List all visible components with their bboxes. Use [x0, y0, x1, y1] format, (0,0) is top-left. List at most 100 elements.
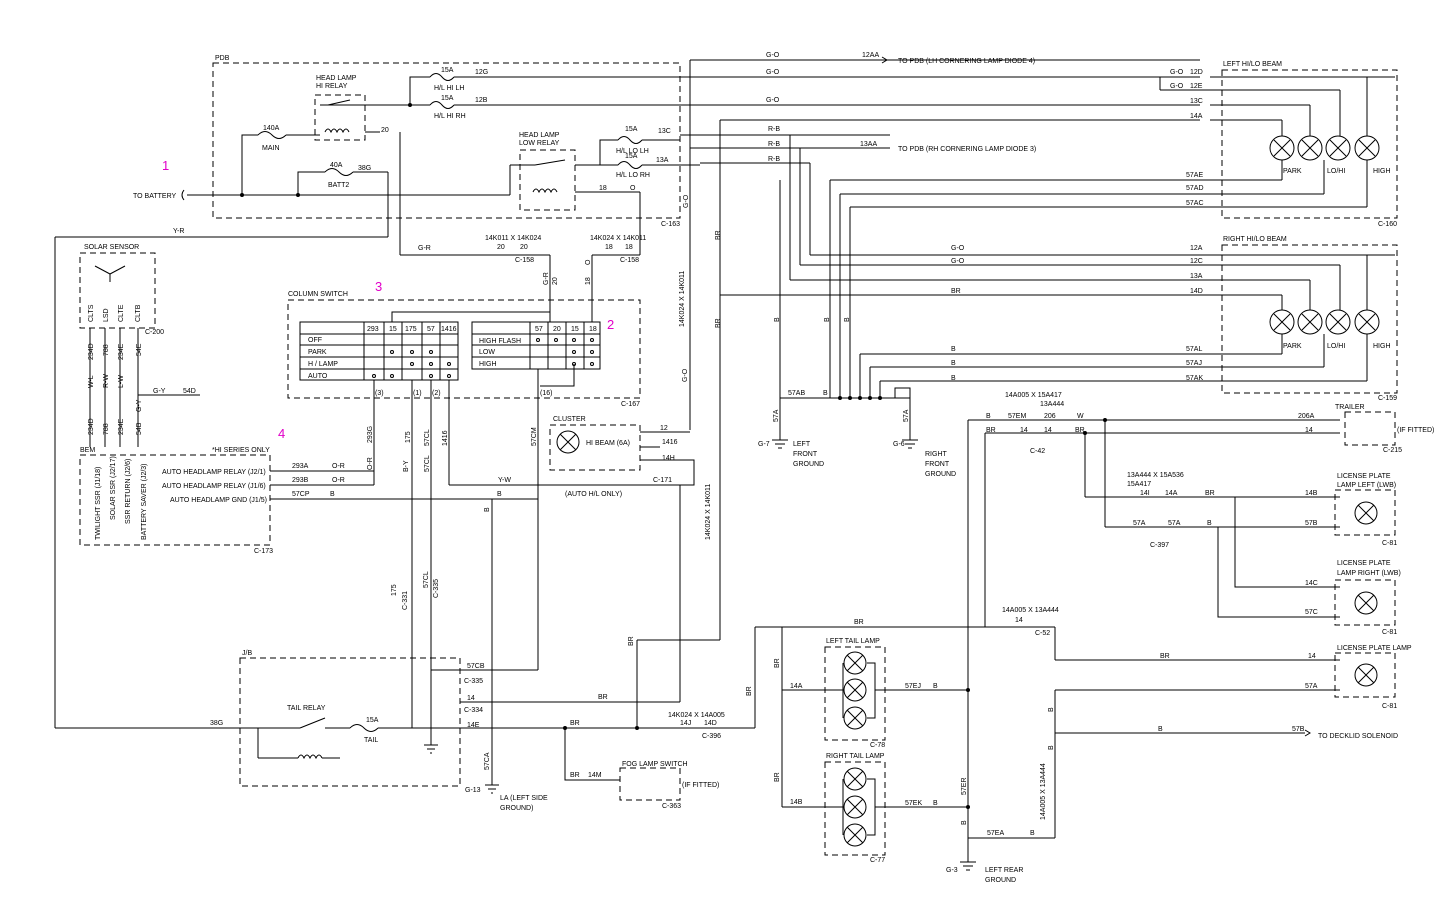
- svg-text:57EA: 57EA: [987, 830, 1004, 837]
- svg-text:TAIL: TAIL: [364, 737, 378, 744]
- svg-text:15A: 15A: [625, 153, 638, 160]
- svg-text:1416: 1416: [441, 326, 457, 333]
- svg-text:C-81: C-81: [1382, 540, 1397, 547]
- svg-text:234D: 234D: [88, 418, 95, 435]
- svg-text:(IF FITTED): (IF FITTED): [1397, 427, 1434, 434]
- batt2-fuse-icon: [324, 168, 354, 176]
- low-relay-coil-icon: [532, 188, 558, 194]
- right-front-ground-icon: [902, 439, 918, 449]
- svg-text:57CL: 57CL: [423, 571, 430, 588]
- svg-text:C-331: C-331: [402, 591, 409, 610]
- svg-text:14D: 14D: [1190, 288, 1203, 295]
- svg-text:G-O: G-O: [766, 69, 780, 76]
- svg-text:AUTO HEADLAMP RELAY (J2/1): AUTO HEADLAMP RELAY (J2/1): [162, 469, 266, 476]
- svg-text:LEFT TAIL LAMP: LEFT TAIL LAMP: [826, 638, 880, 645]
- svg-text:12A: 12A: [1190, 245, 1203, 252]
- svg-text:(1): (1): [413, 390, 422, 397]
- svg-text:57CL: 57CL: [424, 455, 431, 472]
- svg-text:BR: BR: [570, 772, 580, 779]
- svg-text:RIGHT TAIL LAMP: RIGHT TAIL LAMP: [826, 753, 885, 760]
- svg-text:C-158: C-158: [515, 257, 534, 264]
- svg-text:14: 14: [1044, 427, 1052, 434]
- column-switch: COLUMN SWITCH C-167 293 15 175 57 1416 O…: [287, 291, 641, 408]
- switch-high-flash: HIGH FLASH: [479, 338, 521, 345]
- license-plate-lamp-right: LICENSE PLATE LAMP RIGHT (LWB) C-81: [1334, 560, 1401, 636]
- svg-text:COLUMN SWITCH: COLUMN SWITCH: [288, 291, 348, 298]
- svg-text:20: 20: [497, 244, 505, 251]
- to-pdb-rh-label: TO PDB (RH CORNERING LAMP DIODE 3): [898, 146, 1036, 153]
- svg-text:57: 57: [427, 326, 435, 333]
- pdb-label: PDB: [215, 55, 230, 62]
- switch-park: PARK: [308, 349, 327, 356]
- svg-text:B: B: [1158, 726, 1163, 733]
- to-pdb-lh-label: TO PDB (LH CORNERING LAMP DIODE 4): [898, 58, 1035, 65]
- svg-text:LO/HI: LO/HI: [1327, 168, 1345, 175]
- svg-text:R-B: R-B: [768, 141, 780, 148]
- svg-text:B: B: [824, 317, 831, 322]
- svg-text:14H: 14H: [662, 455, 675, 462]
- svg-text:C-397: C-397: [1150, 542, 1169, 549]
- svg-text:G-O: G-O: [683, 194, 690, 208]
- svg-text:57A: 57A: [1133, 520, 1146, 527]
- svg-text:14K011 X 14K024: 14K011 X 14K024: [485, 235, 541, 242]
- jb-ground-icon: [424, 744, 438, 754]
- callout-4: 4: [278, 426, 285, 441]
- svg-text:20: 20: [552, 277, 559, 285]
- svg-text:O-R: O-R: [367, 457, 374, 470]
- junction-box: J/B TAIL RELAY 15A TAIL: [239, 650, 461, 787]
- svg-text:GROUND: GROUND: [925, 471, 956, 478]
- svg-text:O: O: [585, 259, 592, 265]
- svg-text:B: B: [774, 317, 781, 322]
- svg-text:B: B: [933, 683, 938, 690]
- bem-module: BEM *HI SERIES ONLY C-173 TWILIGHT SSR (…: [79, 447, 273, 555]
- svg-text:FOG LAMP SWITCH: FOG LAMP SWITCH: [622, 761, 688, 768]
- batt2-label: BATT2: [328, 182, 349, 189]
- svg-text:HI BEAM (6A): HI BEAM (6A): [586, 440, 630, 447]
- svg-text:14D: 14D: [704, 720, 717, 727]
- svg-text:293B: 293B: [292, 477, 309, 484]
- svg-text:14K024 X 14K011: 14K024 X 14K011: [679, 271, 686, 327]
- svg-text:15A: 15A: [366, 717, 379, 724]
- left-front-ground-icon: [772, 439, 788, 449]
- callout-2: 2: [607, 317, 614, 332]
- svg-text:BR: BR: [715, 318, 722, 328]
- svg-text:14: 14: [467, 695, 475, 702]
- svg-text:54B: 54B: [136, 422, 143, 435]
- svg-text:234E: 234E: [118, 418, 125, 435]
- tail-fuse-icon: [349, 724, 379, 732]
- left-hilo-beam: LEFT HI/LO BEAM C-160 PARK LO/HI HIGH: [1221, 61, 1398, 228]
- svg-text:57EJ: 57EJ: [905, 683, 921, 690]
- svg-text:15A: 15A: [441, 95, 454, 102]
- svg-text:H/L LO RH: H/L LO RH: [616, 172, 650, 179]
- svg-text:293A: 293A: [292, 463, 309, 470]
- svg-text:57B: 57B: [1305, 520, 1318, 527]
- svg-text:J/B: J/B: [242, 650, 252, 657]
- svg-text:18: 18: [599, 185, 607, 192]
- svg-text:LEFT HI/LO BEAM: LEFT HI/LO BEAM: [1223, 61, 1282, 68]
- svg-text:293G: 293G: [367, 426, 374, 443]
- svg-text:Y-W: Y-W: [498, 477, 511, 484]
- svg-text:LAMP RIGHT (LWB): LAMP RIGHT (LWB): [1337, 570, 1401, 577]
- svg-text:W: W: [1077, 413, 1084, 420]
- svg-text:G-O: G-O: [1170, 69, 1184, 76]
- svg-text:B: B: [1048, 707, 1055, 712]
- svg-text:G-O: G-O: [951, 258, 965, 265]
- svg-text:B: B: [1048, 745, 1055, 750]
- svg-text:B: B: [961, 820, 968, 825]
- svg-text:TWILIGHT SSR (J1/18): TWILIGHT SSR (J1/18): [95, 467, 102, 540]
- svg-text:BR: BR: [774, 772, 781, 782]
- svg-text:15: 15: [571, 326, 579, 333]
- svg-text:G-O: G-O: [951, 245, 965, 252]
- svg-text:BR: BR: [951, 288, 961, 295]
- svg-text:H/L LO LH: H/L LO LH: [616, 148, 649, 155]
- svg-text:14A: 14A: [1165, 490, 1178, 497]
- svg-text:57C: 57C: [1305, 609, 1318, 616]
- head-lamp-low-relay: HEAD LAMP LOW RELAY: [519, 132, 576, 211]
- svg-text:LAMP LEFT (LWB): LAMP LEFT (LWB): [1337, 482, 1396, 489]
- svg-text:14A: 14A: [790, 683, 803, 690]
- svg-text:14M: 14M: [588, 772, 602, 779]
- svg-text:BR: BR: [1075, 427, 1085, 434]
- svg-text:12C: 12C: [1190, 258, 1203, 265]
- svg-text:14: 14: [1020, 427, 1028, 434]
